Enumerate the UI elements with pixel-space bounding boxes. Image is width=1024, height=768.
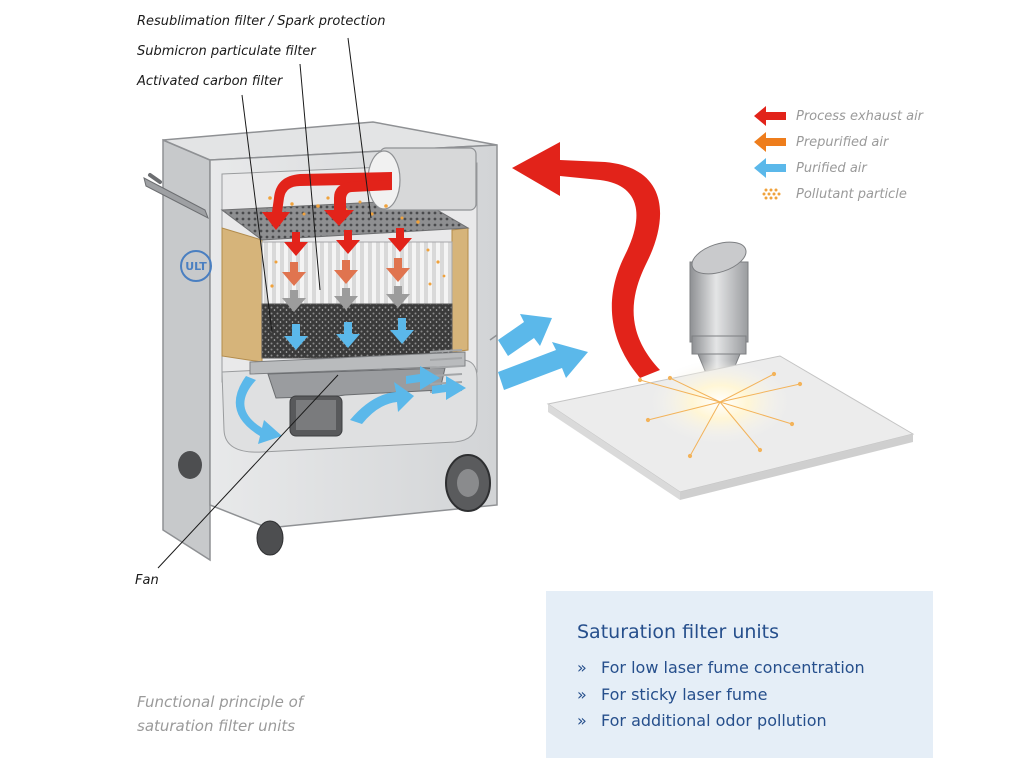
inlet-flow-arrows	[262, 172, 392, 230]
legend-item-process-exhaust: Process exhaust air	[752, 103, 923, 129]
legend-item-pollutant: Pollutant particle	[752, 181, 923, 207]
legend-label: Process exhaust air	[796, 108, 924, 124]
callout-leader-lines	[157, 37, 372, 569]
infobox-item-text: For sticky laser fume	[601, 684, 768, 704]
saturation-filter-infobox: Saturation filter units » For low laser …	[546, 591, 933, 758]
particle-dots-icon	[762, 188, 781, 200]
purified-arrows	[235, 318, 466, 444]
laser-sparks	[637, 371, 803, 459]
infobox-item: » For sticky laser fume	[577, 682, 933, 709]
legend-label: Purified air	[796, 160, 867, 176]
label-resublimation-filter: Resublimation filter / Spark protection	[137, 14, 386, 29]
ult-logo: ULT	[180, 250, 212, 282]
infobox-item-text: For additional odor pollution	[601, 711, 827, 730]
orange-arrow-icon	[754, 132, 786, 152]
blue-arrow-icon	[754, 158, 786, 178]
legend-item-prepurified: Prepurified air	[752, 129, 923, 155]
prefilter-arrows	[284, 228, 412, 256]
bullet-icon: »	[577, 658, 587, 677]
legend-label: Prepurified air	[796, 134, 889, 150]
infobox-item: » For additional odor pollution	[577, 708, 933, 735]
legend: Process exhaust air Prepurified air Puri…	[752, 103, 923, 207]
red-arrow-icon	[754, 106, 786, 126]
figure-caption: Functional principle of saturation filte…	[137, 690, 303, 738]
infobox-item-text: For low laser fume concentration	[601, 658, 865, 677]
purified-air-outlet-arrows	[498, 314, 588, 390]
workpiece-plate	[546, 355, 915, 500]
label-activated-carbon-filter: Activated carbon filter	[137, 74, 283, 89]
ult-logo-text: ULT	[185, 260, 207, 273]
caption-line-1: Functional principle of	[137, 693, 304, 711]
filtered-arrows	[282, 286, 410, 312]
filter-cabinet	[143, 121, 498, 562]
infobox-item: » For low laser fume concentration	[577, 655, 933, 682]
bullet-icon: »	[577, 684, 587, 704]
infobox-title: Saturation filter units	[577, 621, 780, 643]
process-exhaust-arrow	[512, 142, 661, 378]
caption-line-2: saturation filter units	[137, 717, 296, 735]
bullet-icon: »	[577, 711, 587, 730]
legend-label: Pollutant particle	[796, 186, 907, 202]
prepurified-arrows	[282, 258, 410, 286]
label-fan: Fan	[135, 573, 159, 588]
label-submicron-filter: Submicron particulate filter	[137, 44, 316, 59]
laser-nozzle	[689, 241, 749, 379]
legend-item-purified: Purified air	[752, 155, 923, 181]
